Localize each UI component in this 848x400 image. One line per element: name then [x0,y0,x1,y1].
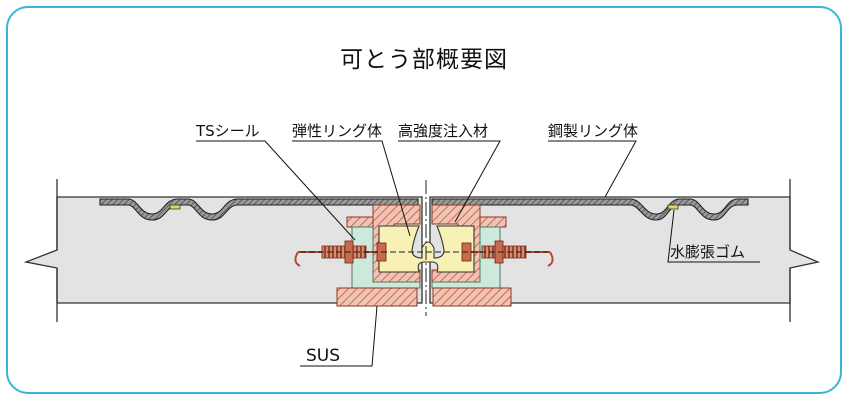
label-sus: SUS [306,346,340,366]
label-water-swell-rubber: 水膨張ゴム [670,243,745,261]
leader-lines [196,140,760,367]
label-grout: 高強度注入材 [398,122,488,140]
diagram-title: 可とう部概要図 [340,47,508,73]
sus-plate-left [336,287,418,307]
sus-plate-right [432,287,512,307]
water-swell-rubber-right [667,204,679,210]
high-strength-grout [351,226,501,289]
label-ts-seal: TSシール [195,122,260,140]
label-steel-ring: 鋼製リング体 [548,122,638,140]
water-swell-rubber-left [169,204,181,210]
label-elastic-ring: 弾性リング体 [292,122,382,140]
concrete-left [23,179,423,322]
